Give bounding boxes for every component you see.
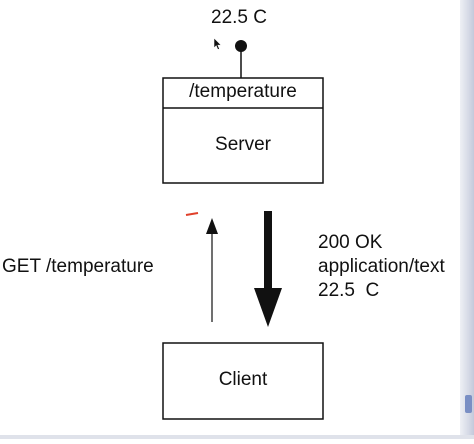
response-arrow-shaft xyxy=(264,211,272,289)
server-path-label: /temperature xyxy=(189,81,297,102)
client-box xyxy=(162,342,324,420)
resource-value-label: 22.5 C xyxy=(211,7,267,28)
request-label: GET /temperature xyxy=(2,256,154,277)
response-arrow-head xyxy=(254,288,282,327)
request-arrow-head xyxy=(206,218,218,234)
resource-dot xyxy=(235,40,247,52)
cursor-arrow-icon xyxy=(213,37,222,50)
server-name-label: Server xyxy=(215,134,271,155)
window-right-edge xyxy=(460,0,474,439)
response-status-label: 200 OK xyxy=(318,232,383,253)
response-body-label: 22.5 C xyxy=(318,280,380,301)
red-annotation-mark xyxy=(185,212,199,216)
window-bottom-edge xyxy=(0,435,474,439)
server-box xyxy=(162,77,324,184)
response-content-type-label: application/text xyxy=(318,256,445,277)
edge-marker xyxy=(465,395,472,413)
client-name-label: Client xyxy=(218,369,268,390)
